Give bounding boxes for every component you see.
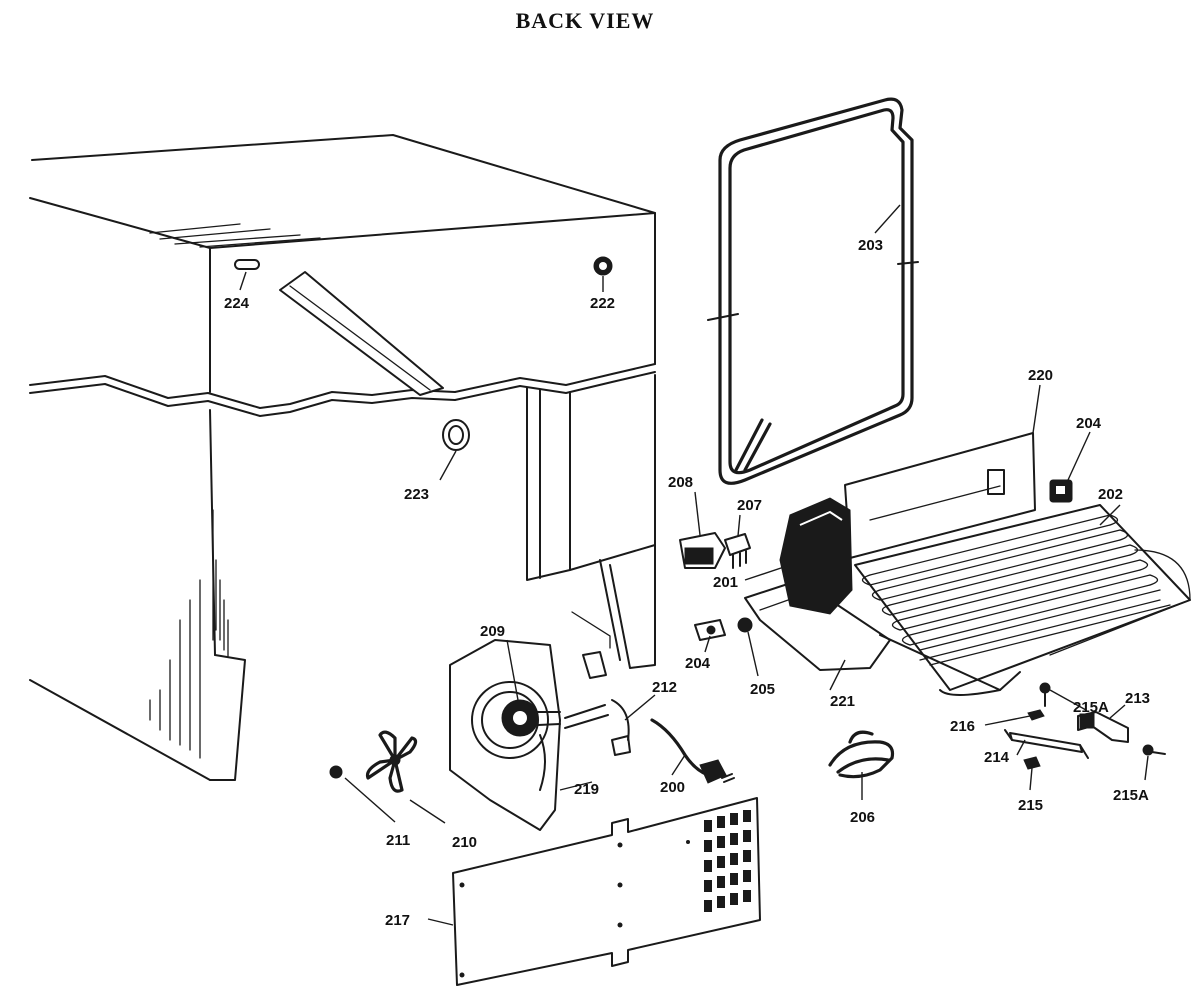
callout-221: 221 (830, 693, 855, 710)
callout-214: 214 (984, 749, 1010, 766)
callout-205: 205 (750, 681, 775, 698)
part-211-nut (329, 765, 343, 779)
part-210-fan-blade (365, 730, 418, 793)
callout-206: 206 (850, 809, 875, 826)
part-204-clip-lower (694, 619, 726, 641)
callout-215A-upper: 215A (1073, 699, 1109, 716)
part-207-overload (724, 533, 751, 569)
callout-200: 200 (660, 779, 685, 796)
refrigerator-cabinet (29, 134, 656, 781)
callout-204-lower: 204 (685, 655, 711, 672)
callout-labels: 224 222 223 203 220 204 202 208 207 201 … (224, 237, 1150, 929)
part-217-access-panel (452, 797, 761, 986)
callout-213: 213 (1125, 690, 1150, 707)
condenser-compressor-assembly (744, 432, 1191, 696)
small-hardware (650, 682, 1166, 784)
callout-223: 223 (404, 486, 429, 503)
callout-204-upper: 204 (1076, 415, 1102, 432)
fan-motor-assembly (449, 639, 631, 831)
callout-211: 211 (386, 832, 410, 849)
callout-216: 216 (950, 718, 975, 735)
callout-222: 222 (590, 295, 615, 312)
callout-215: 215 (1018, 797, 1043, 814)
callout-219: 219 (574, 781, 599, 798)
part-205-grommet (737, 617, 753, 633)
part-206-clip (828, 730, 895, 779)
callout-210: 210 (452, 834, 477, 851)
part-203-tube-loop (707, 97, 919, 485)
callout-224: 224 (224, 295, 250, 312)
leader-lines (239, 204, 1149, 926)
callout-220: 220 (1028, 367, 1053, 384)
part-208-relay (679, 532, 726, 569)
callout-209: 209 (480, 623, 505, 640)
callout-207: 207 (737, 497, 762, 514)
callout-202: 202 (1098, 486, 1123, 503)
callout-217: 217 (385, 912, 410, 929)
callout-212: 212 (652, 679, 677, 696)
callout-203: 203 (858, 237, 883, 254)
page-title: BACK VIEW (515, 8, 655, 33)
callout-201: 201 (713, 574, 738, 591)
callout-208: 208 (668, 474, 693, 491)
callout-215A-lower: 215A (1113, 787, 1149, 804)
